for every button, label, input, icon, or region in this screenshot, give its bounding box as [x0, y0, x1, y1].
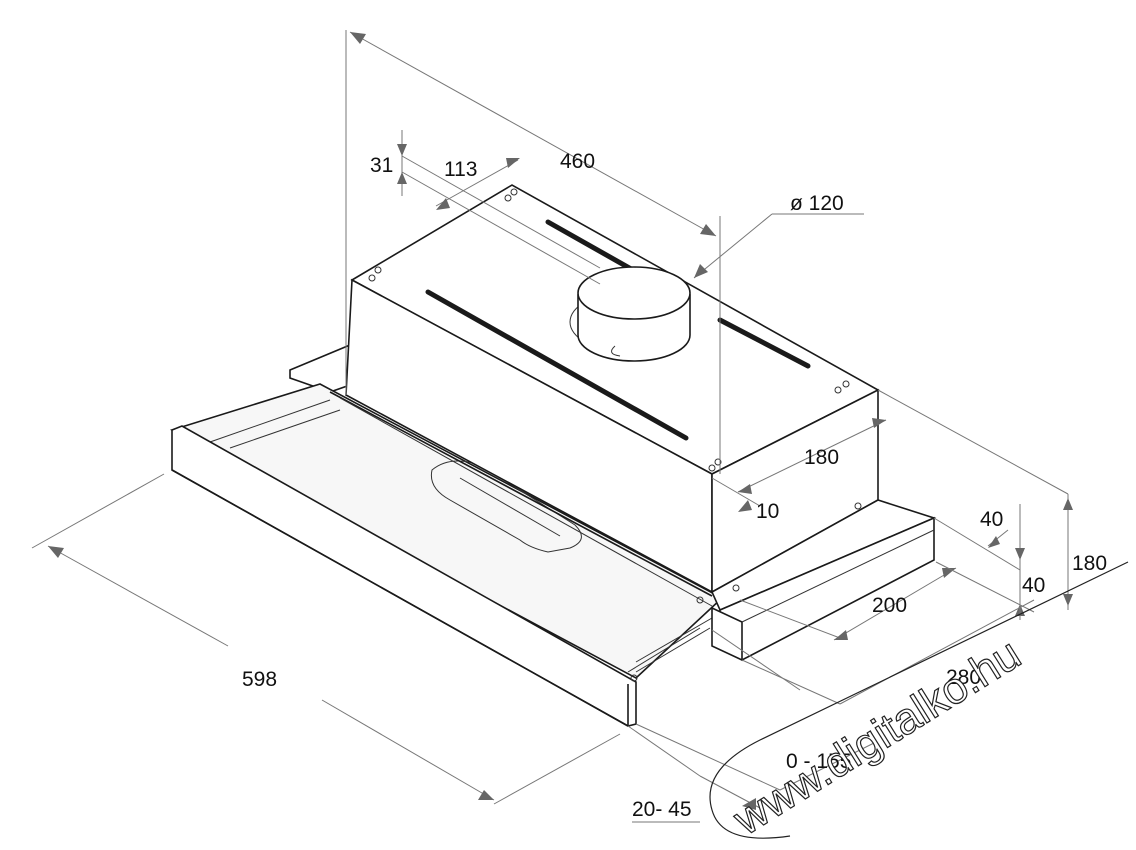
screw-holes: [368, 188, 862, 604]
slide-runner: [627, 617, 713, 673]
hood-drawing: [169, 184, 937, 727]
back-rail: [289, 343, 351, 393]
label-depth-180: 180: [804, 446, 839, 469]
label-offset-113: 113: [444, 158, 477, 181]
label-width-200: 200: [872, 594, 907, 617]
label-offset-10: 10: [756, 500, 779, 523]
dimension-labels: 460 113 31 ø 120 180 10 40 40 180 200 28…: [242, 150, 1107, 821]
duct-collar: [569, 266, 691, 362]
label-height-180: 180: [1072, 552, 1107, 575]
top-slot: [545, 219, 643, 277]
watermark-text: www.digitalko.hu: [724, 629, 1029, 845]
label-width-598: 598: [242, 668, 277, 691]
label-offset-31: 31: [370, 154, 393, 177]
label-duct-diameter: ø 120: [790, 192, 844, 215]
label-extension-0-155: 0 - 155: [786, 750, 851, 773]
label-height-40-lower: 40: [1022, 574, 1045, 597]
label-front-20-45: 20- 45: [632, 798, 692, 821]
dimension-lines: [31, 30, 1073, 823]
filter-grip: [430, 460, 582, 553]
label-depth-460: 460: [560, 150, 595, 173]
label-width-280: 280: [946, 666, 981, 689]
label-height-40-upper: 40: [980, 508, 1003, 531]
top-slot: [717, 317, 811, 369]
top-slot: [425, 289, 689, 441]
